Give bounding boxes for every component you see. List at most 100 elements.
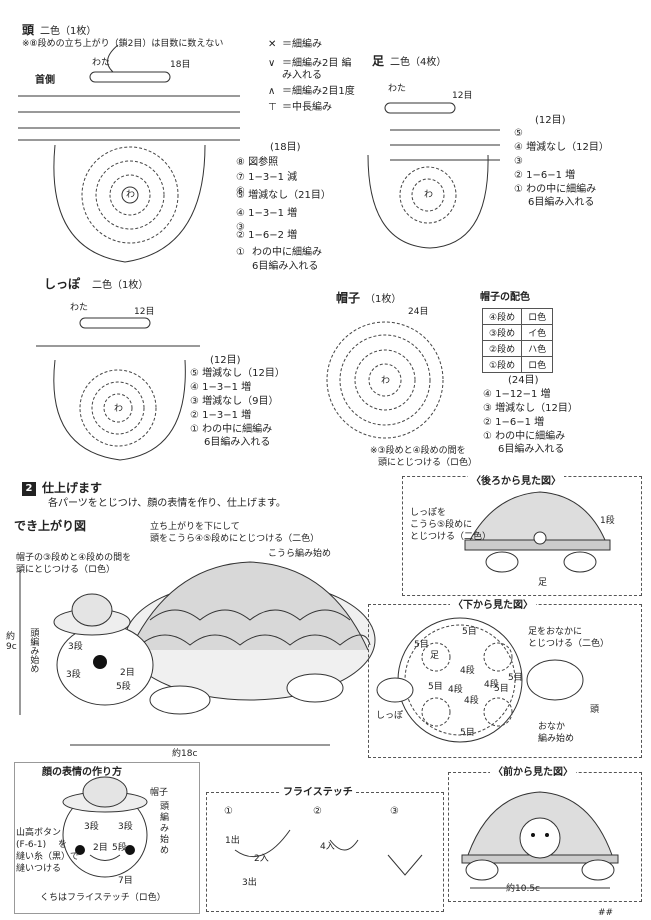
bottom-view-illustration <box>376 617 584 743</box>
face-illustration <box>62 776 148 878</box>
legend-symbol: ✕ <box>268 39 277 50</box>
back-view-note: とじつける（二色） <box>410 532 492 542</box>
front-view-illustration <box>461 791 619 889</box>
width-label: 約18c <box>172 749 198 759</box>
table-cell: イ色 <box>521 324 554 341</box>
completed-label: 2目 <box>120 668 135 678</box>
completed-label: 5段 <box>116 682 131 692</box>
tail-chart <box>36 317 200 461</box>
section-title: 仕上げます <box>42 481 103 495</box>
bottom-view-title: 〈下から見た図〉 <box>450 600 536 612</box>
head-row: ⑤ 増減なし（21目） <box>236 190 331 201</box>
bottom-view-panel <box>368 604 642 758</box>
face-button-line: (F-6-1) <box>16 840 47 850</box>
completed-label: 3段 <box>66 670 81 680</box>
completed-note: 立ち上がりを下にして <box>150 522 240 532</box>
fly-stitch-title: フライステッチ <box>280 787 356 799</box>
shell-start-label: こうら編み始め <box>268 549 332 559</box>
back-view-title: 〈後ろから見た図〉 <box>468 476 564 488</box>
hat-note-line: ※③段めと④段めの間を <box>370 446 466 456</box>
head-neck-label: 首側 <box>35 75 55 86</box>
face-head-start-char: み <box>160 824 170 834</box>
head-row: ① <box>236 247 245 258</box>
hat-colors-title: 帽子の配色 <box>480 292 530 303</box>
tail-row: ② 1−3−1 増 <box>190 410 252 421</box>
front-view-title: 〈前から見た図〉 <box>490 767 576 779</box>
foot-row: ① わの中に細編み <box>514 184 597 195</box>
foot-row: ⑤ <box>514 128 523 139</box>
bottom-view-label: 5目 <box>508 673 523 683</box>
legend-symbol: ∨ <box>268 58 276 69</box>
face-button-line: 縫いつける <box>16 864 62 874</box>
tail-ring: わ <box>114 404 124 414</box>
face-head-start-char: 始 <box>160 835 170 845</box>
turtle-illustration <box>19 561 376 746</box>
bottom-view-label: 5目 <box>460 728 475 738</box>
bottom-view-label: 4段 <box>448 685 463 695</box>
face-button-line: 縫い糸（黒）で <box>16 852 80 862</box>
face-label: 7目 <box>118 876 133 886</box>
head-total: (18目) <box>270 142 301 153</box>
belly-label: 編み始め <box>538 734 575 744</box>
face-panel <box>14 762 200 914</box>
hat-color-count: （1枚） <box>365 294 402 305</box>
hat-row: ① わの中に細編み <box>483 431 566 442</box>
fly-stitch-step: ③ <box>390 806 399 817</box>
legend-text: ＝細編み2目1度 <box>282 86 355 97</box>
hat-colors-table: ④段めロ色 ③段めイ色 ②段めハ色 ①段めロ色 <box>481 308 554 373</box>
legend-symbol: ∧ <box>268 86 276 97</box>
legend-text: ＝細編み2目 編み入れる <box>282 58 352 81</box>
fly-stitch-label: 2入 <box>254 854 269 864</box>
hat-top-count: 24目 <box>408 307 429 317</box>
belly-label: おなか <box>538 722 566 732</box>
tail-row: ⑤ 増減なし（12目） <box>190 368 285 379</box>
tail-row: ① わの中に細編み <box>190 424 273 435</box>
foot-row: 6目編み入れる <box>528 197 595 208</box>
bottom-view-label: 5目 <box>494 684 509 694</box>
face-button-line: を <box>58 840 68 850</box>
foot-ring: わ <box>424 190 434 200</box>
table-cell: ハ色 <box>521 340 554 357</box>
bottom-view-label: 4段 <box>460 666 475 676</box>
bottom-view-label: 4段 <box>484 680 499 690</box>
hat-title: 帽子 <box>336 291 361 305</box>
head-note: ※⑧段めの立ち上がり（鎖2目）は目数に数えない <box>22 39 224 49</box>
face-label: 2目 <box>93 843 108 853</box>
head-chart <box>18 44 240 263</box>
bottom-view-note: 足をおなかに <box>528 627 583 637</box>
table-cell: ②段め <box>481 340 523 357</box>
fly-stitch-label: 1出 <box>225 836 240 846</box>
front-view-width: 約10.5c <box>506 884 540 894</box>
page-number: ## <box>598 908 614 918</box>
table-cell: ロ色 <box>521 356 554 373</box>
head-top-count: 18目 <box>170 60 191 70</box>
completed-hat-note: 帽子の③段めと④段めの間を <box>16 553 132 563</box>
tail-row: 6目編み入れる <box>204 437 271 448</box>
bottom-view-label: 4段 <box>464 696 479 706</box>
legend-text: ＝細編み <box>282 39 322 50</box>
back-view-illustration <box>464 491 611 573</box>
tail-wata: わた <box>70 303 89 313</box>
mouth-note: くちはフライステッチ（ロ色） <box>40 893 166 903</box>
tail-label: しっぽ <box>376 711 404 721</box>
face-head-start-char: め <box>160 846 170 856</box>
face-head-start-char: 編 <box>160 813 170 823</box>
face-label: 3段 <box>84 822 99 832</box>
head-title: 頭 <box>22 23 35 37</box>
back-view-note: こうら⑤段めに <box>410 520 473 530</box>
tail-row: ④ 1−3−1 増 <box>190 382 252 393</box>
foot-row: ③ <box>514 156 523 167</box>
table-cell: ③段め <box>481 324 523 341</box>
head-row: ⑥ <box>236 186 245 197</box>
foot-wata: わた <box>388 84 407 94</box>
foot-label: 足 <box>430 651 440 661</box>
head-row: ⑧ 図参照 <box>236 157 279 168</box>
completed-label: 3段 <box>68 642 83 652</box>
foot-row: ② 1−6−1 増 <box>514 170 576 181</box>
bottom-view-label: 5目 <box>414 640 429 650</box>
face-hat-label: 帽子 <box>150 788 169 798</box>
table-cell: ④段め <box>481 308 523 325</box>
head-row: ⑦ 1−3−1 減 <box>236 172 298 183</box>
foot-color-count: 二色（4枚） <box>390 57 447 68</box>
